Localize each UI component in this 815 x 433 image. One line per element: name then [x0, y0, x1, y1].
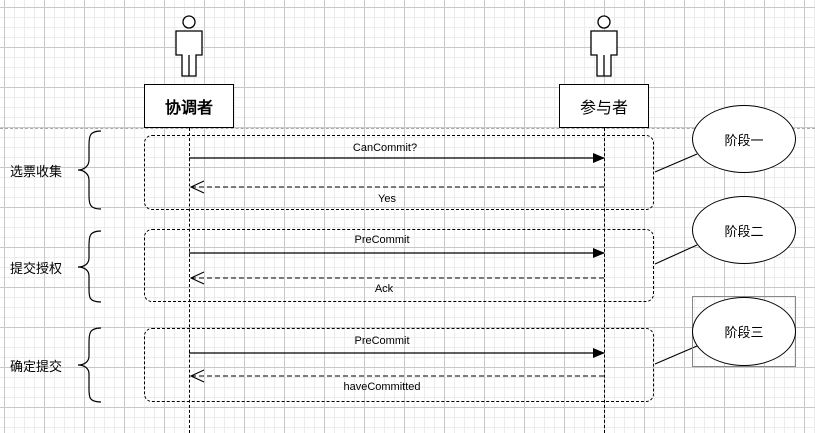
phase-2-brace — [77, 230, 102, 303]
phase-1-reply-label: Yes — [378, 193, 396, 205]
phase-2-reply-arrowhead — [189, 271, 205, 285]
coordinator-label: 协调者 — [164, 100, 213, 117]
phase-3-request-label: PreCommit — [354, 335, 410, 347]
phase-2-label: 提交授权 — [10, 261, 63, 276]
coordinator-box[interactable]: 协调者 — [144, 84, 234, 128]
phase-3-connector — [654, 345, 698, 365]
phase-3-reply-label: haveCommitted — [343, 381, 421, 393]
participant-lifeline — [604, 128, 605, 433]
phase-1-frame[interactable] — [144, 135, 654, 210]
phase-1-ellipse[interactable]: 阶段一 — [692, 105, 796, 173]
phase-2-ellipse[interactable]: 阶段二 — [692, 196, 796, 264]
phase-3-brace — [77, 327, 102, 403]
phase-1-label: 选票收集 — [10, 164, 63, 179]
coordinator-actor-icon — [175, 15, 203, 77]
phase-1-brace — [77, 130, 102, 210]
phase-2-frame[interactable] — [144, 229, 654, 302]
separator-line — [0, 128, 815, 129]
phase-3-frame[interactable] — [144, 328, 654, 402]
coordinator-lifeline — [189, 128, 190, 433]
participant-actor-icon — [590, 15, 618, 77]
participant-box[interactable]: 参与者 — [559, 84, 649, 128]
phase-2-reply-label: Ack — [374, 283, 394, 295]
phase-3-reply-arrowhead — [189, 369, 205, 383]
phase-2-badge: 阶段二 — [724, 223, 764, 239]
phase-3-ellipse[interactable]: 阶段三 — [692, 297, 796, 366]
phase-1-reply-arrowhead — [189, 180, 205, 194]
phase-3-label: 确定提交 — [10, 359, 63, 374]
phase-2-request-label: PreCommit — [354, 234, 410, 246]
phase-2-connector — [654, 244, 698, 265]
phase-1-connector — [654, 153, 698, 173]
phase-1-request-label: CanCommit? — [352, 142, 418, 154]
phase-3-badge: 阶段三 — [724, 325, 764, 340]
participant-label: 参与者 — [579, 100, 628, 117]
phase-1-badge: 阶段一 — [724, 132, 764, 148]
